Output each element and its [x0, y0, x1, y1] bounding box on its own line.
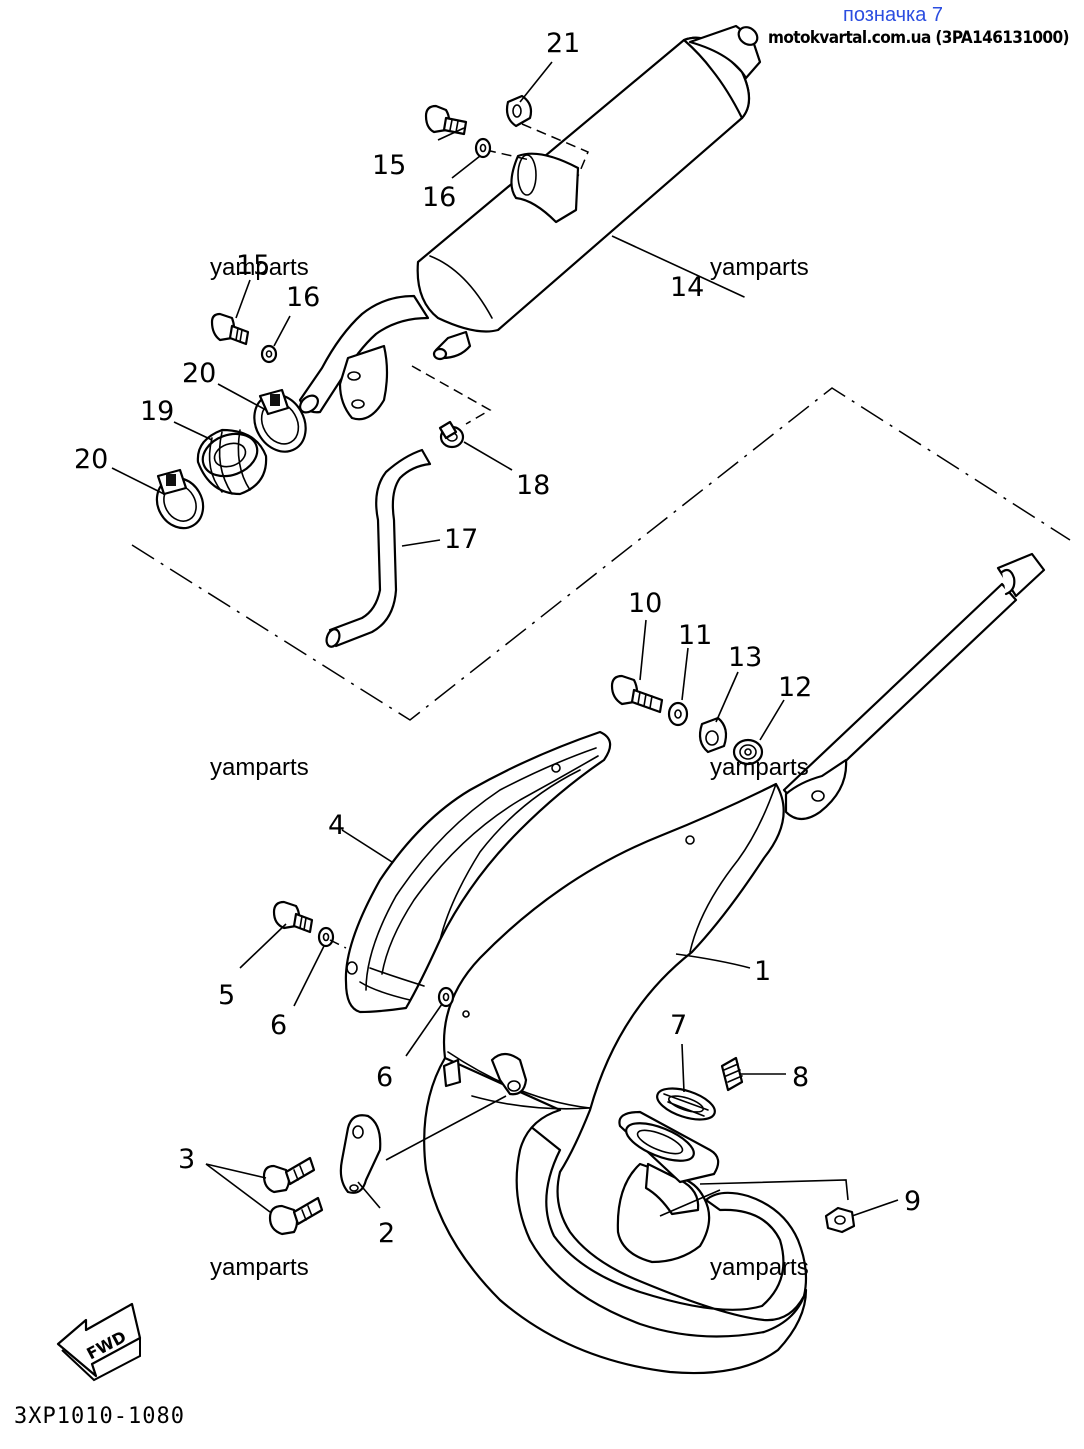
- part-10-bolt: [610, 674, 664, 714]
- callout-11: 11: [678, 620, 712, 651]
- part-2-bracket: [339, 1114, 382, 1194]
- watermark-yamparts: yamparts: [210, 754, 309, 781]
- callout-13: 13: [728, 642, 762, 673]
- callout-15-upper: 15: [372, 150, 406, 181]
- callout-19: 19: [140, 396, 174, 427]
- callout-20-upper: 20: [182, 358, 216, 389]
- part-17-drain-hose: [325, 448, 432, 648]
- part-6-washer-left: [317, 926, 335, 948]
- part-9-nut: [824, 1206, 856, 1234]
- callout-3: 3: [178, 1144, 195, 1175]
- part-14-muffler: [298, 24, 762, 425]
- part-5-bolt: [272, 900, 314, 934]
- callout-1: 1: [754, 956, 771, 987]
- callout-17: 17: [444, 524, 478, 555]
- callout-6-right: 6: [376, 1062, 393, 1093]
- callout-9: 9: [904, 1186, 921, 1217]
- assembly-boundary-line: [131, 387, 1071, 721]
- part-16-washer-lower: [260, 344, 278, 364]
- watermark-yamparts: yamparts: [710, 1254, 809, 1281]
- bracket-assembly-line: [385, 1095, 507, 1161]
- callout-8: 8: [792, 1062, 809, 1093]
- callout-12: 12: [778, 672, 812, 703]
- callout-16-upper: 16: [422, 182, 456, 213]
- callout-5: 5: [218, 980, 235, 1011]
- callout-7: 7: [670, 1010, 687, 1041]
- callout-14: 14: [670, 272, 704, 303]
- callout-10: 10: [628, 588, 662, 619]
- callout-18: 18: [516, 470, 550, 501]
- part-13-collar: [698, 716, 728, 754]
- part-16-washer-upper: [474, 137, 492, 159]
- part-7-gasket: [656, 1087, 716, 1121]
- part-1-exhaust-pipe: [423, 782, 808, 1375]
- part-19-joint-rubber: [196, 428, 268, 496]
- watermark-yamparts: yamparts: [210, 1254, 309, 1281]
- part-20-clamp-upper: [253, 388, 307, 453]
- stud-assembly-line: [659, 1189, 721, 1217]
- part-18-clip: [438, 420, 465, 449]
- callout-16-lower: 16: [286, 282, 320, 313]
- header-label: позначка 7: [843, 4, 944, 26]
- nut-assembly-line: [699, 1179, 849, 1201]
- part-21-grommet: [505, 94, 533, 128]
- part-3-bolt-lower: [268, 1196, 324, 1236]
- part-12-grommet: [732, 738, 764, 766]
- diagram-code: 3XP1010-1080: [14, 1404, 185, 1429]
- watermark-yamparts: yamparts: [710, 254, 809, 281]
- callout-15-lower: 15: [236, 250, 270, 281]
- watermark-yamparts: yamparts: [210, 254, 309, 281]
- washer-assembly-line: [329, 939, 347, 949]
- callout-21: 21: [546, 28, 580, 59]
- part-15-bolt-upper: [424, 104, 468, 136]
- part-8-stud: [720, 1056, 744, 1092]
- part-6-washer-right: [437, 986, 455, 1008]
- callout-20-lower: 20: [74, 444, 108, 475]
- watermark-yamparts: yamparts: [710, 754, 809, 781]
- part-15-bolt-lower: [210, 312, 250, 346]
- callout-6-left: 6: [270, 1010, 287, 1041]
- part-1-exhaust-pipe-tail: [782, 552, 1046, 821]
- part-11-washer: [667, 701, 689, 727]
- part-4-protector: [344, 730, 612, 1014]
- part-3-bolt-upper: [262, 1156, 316, 1194]
- callout-4: 4: [328, 810, 345, 841]
- fwd-arrow-icon: FWD: [56, 1302, 142, 1382]
- part-20-clamp-lower: [155, 468, 205, 530]
- callout-2: 2: [378, 1218, 395, 1249]
- leader-lines: [111, 61, 899, 1217]
- header-source: motokvartal.com.ua (3PA146131000): [768, 28, 1069, 48]
- callout-numbers: 21 15 16 14 15 16 20 19 20 18 17 10 11 1…: [74, 28, 921, 1249]
